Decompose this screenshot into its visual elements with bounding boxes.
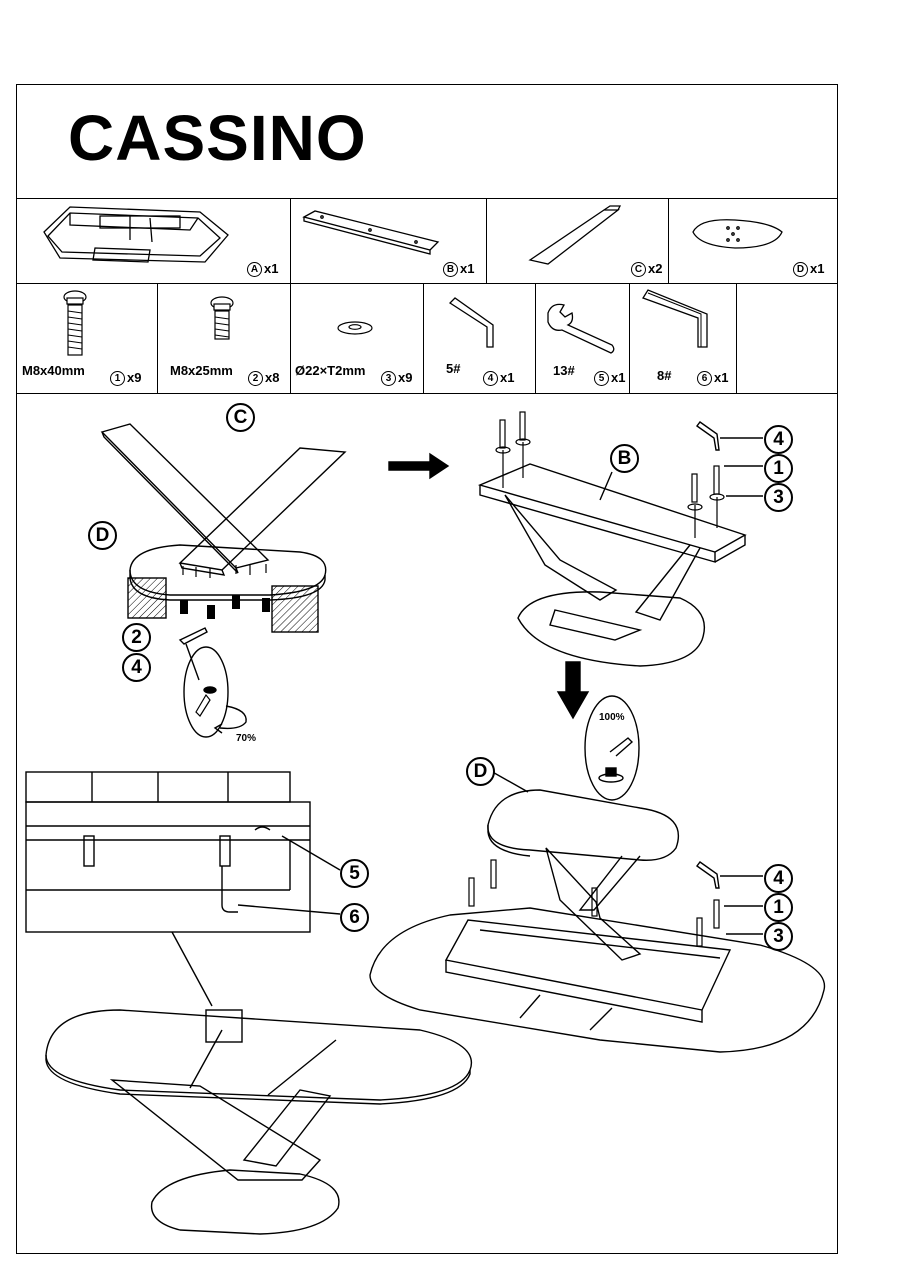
hw6-size: 8#: [657, 368, 672, 383]
divider: [668, 198, 669, 283]
divider: [486, 198, 487, 283]
callout-4: 4: [764, 425, 793, 454]
callout-4: 4: [764, 864, 793, 893]
divider: [157, 283, 158, 393]
callout-1: 1: [764, 893, 793, 922]
callout-d: D: [466, 757, 495, 786]
callout-d: D: [88, 521, 117, 550]
divider: [290, 198, 291, 283]
divider: [16, 198, 838, 199]
instruction-sheet: [16, 84, 838, 1254]
divider: [736, 283, 737, 393]
callout-5: 5: [340, 859, 369, 888]
hw4-size: 5#: [446, 361, 461, 376]
divider: [16, 283, 838, 284]
callout-1: 1: [764, 454, 793, 483]
page-title: CASSINO: [68, 102, 367, 174]
divider: [423, 283, 424, 393]
callout-3: 3: [764, 483, 793, 512]
callout-c: C: [226, 403, 255, 432]
hw2-size: M8x25mm: [170, 363, 233, 378]
divider: [16, 393, 838, 394]
hw3-size: Ø22×T2mm: [295, 363, 366, 378]
divider: [629, 283, 630, 393]
callout-2: 2: [122, 623, 151, 652]
hw5-size: 13#: [553, 363, 575, 378]
callout-4: 4: [122, 653, 151, 682]
callout-b: B: [610, 444, 639, 473]
torque-100: 100%: [599, 712, 625, 723]
divider: [535, 283, 536, 393]
hw1-size: M8x40mm: [22, 363, 85, 378]
divider: [290, 283, 291, 393]
torque-70: 70%: [236, 733, 257, 744]
callout-3: 3: [764, 922, 793, 951]
callout-6: 6: [340, 903, 369, 932]
